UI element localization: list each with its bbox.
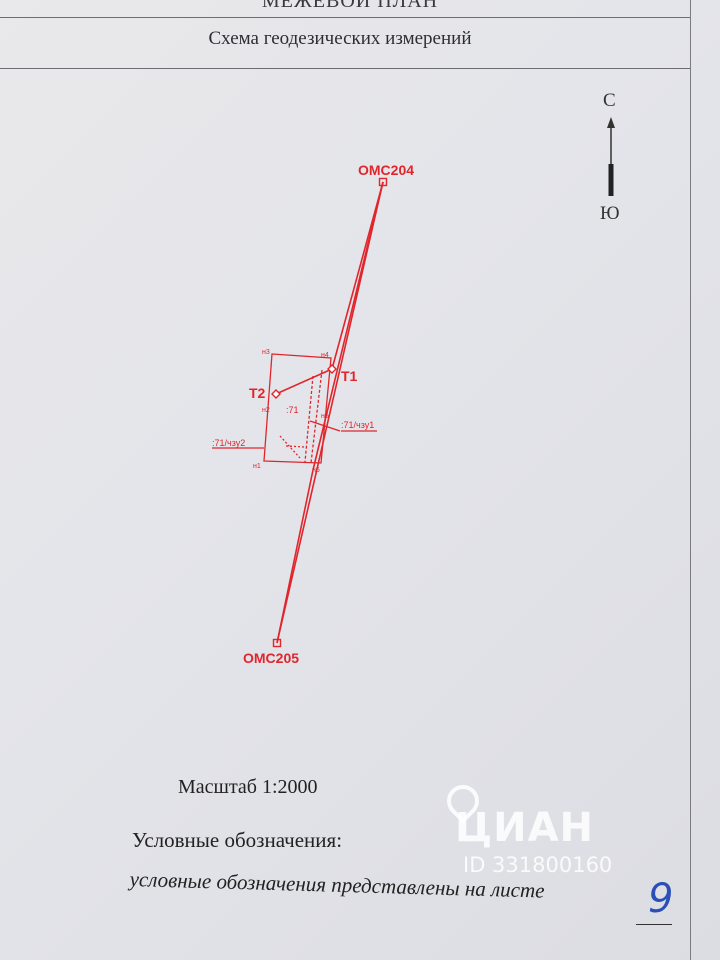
watermark-id: ID 331800160 [463, 853, 613, 877]
north-arrow-icon [607, 117, 615, 196]
sheet-number: 9 [648, 876, 674, 922]
scale-label: Масштаб 1:2000 [178, 776, 318, 798]
compass-north-label: С [603, 90, 616, 111]
station-label: Т2 [249, 385, 266, 401]
station-marker-icon [327, 364, 337, 374]
point-label: н3 [262, 349, 270, 356]
station-marker-icon [272, 638, 282, 648]
parcel-number: :71 [286, 405, 299, 415]
document-title: МЕЖЕВОЙ ПЛАН [261, 0, 439, 12]
watermark-brand: ЦИАН [455, 805, 595, 851]
inner-boundary [279, 435, 301, 459]
compass-south-label: Ю [600, 203, 620, 224]
inner-boundary [310, 369, 323, 464]
point-label: н4 [321, 352, 329, 359]
point-label: н2 [262, 407, 270, 414]
inner-boundary [304, 375, 314, 463]
traverse-line [331, 181, 384, 370]
frame-border [690, 0, 691, 960]
parcel-boundary [263, 353, 332, 464]
point-label: н5 [321, 413, 329, 420]
scheme-title: Схема геодезических измерений [208, 28, 472, 49]
inner-boundary [285, 445, 306, 448]
station-label: ОМС204 [358, 162, 414, 178]
header-divider [0, 68, 690, 69]
station-label: Т1 [341, 368, 358, 384]
reference-line [309, 420, 341, 432]
parcel-reference: :71/чзу2 [212, 438, 245, 448]
parcel-reference: :71/чзу1 [341, 420, 374, 430]
legend-title: Условные обозначения: [132, 828, 343, 852]
station-marker-icon [378, 177, 388, 187]
traverse-line [276, 469, 314, 644]
header-divider [0, 17, 690, 18]
sheet-number-underline [636, 924, 672, 925]
point-label: н1 [253, 463, 261, 470]
traverse-line [275, 368, 333, 395]
point-label: н6 [312, 467, 320, 474]
station-marker-icon [271, 389, 281, 399]
traverse-line [276, 181, 384, 644]
station-label: ОМС205 [243, 650, 299, 666]
